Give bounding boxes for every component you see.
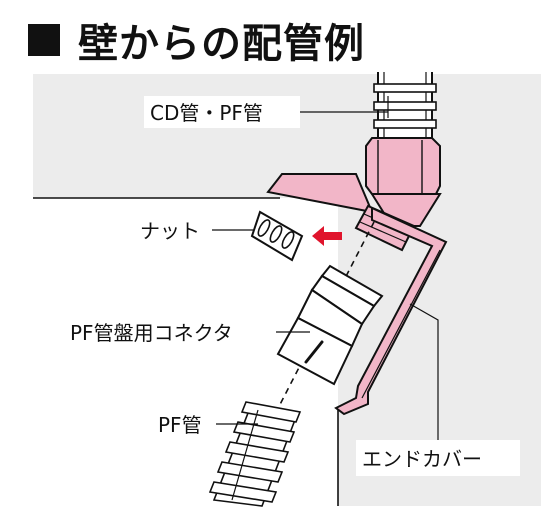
cd-pf-pipe — [373, 72, 437, 142]
title-square-icon — [28, 24, 60, 56]
pink-flange-plate — [266, 173, 374, 214]
label-pf-pipe: PF管 — [158, 413, 202, 437]
pf-connector — [276, 264, 384, 386]
leader-end-cover — [409, 303, 439, 440]
label-cd-pf-pipe: CD管・PF管 — [150, 101, 263, 125]
diagram-title: 壁からの配管例 — [28, 12, 365, 68]
end-cover — [334, 206, 448, 416]
right-box-area — [338, 198, 541, 506]
label-pf-connector: PF管盤用コネクタ — [70, 321, 233, 345]
title-text: 壁からの配管例 — [78, 21, 365, 67]
label-nut: ナット — [140, 219, 200, 243]
pf-pipe — [208, 401, 302, 507]
label-bg-cd-pf — [144, 96, 300, 128]
label-bg-end-cover — [356, 440, 520, 476]
nut — [250, 210, 304, 262]
label-end-cover: エンドカバー — [362, 447, 482, 471]
red-arrow-icon — [312, 226, 342, 246]
